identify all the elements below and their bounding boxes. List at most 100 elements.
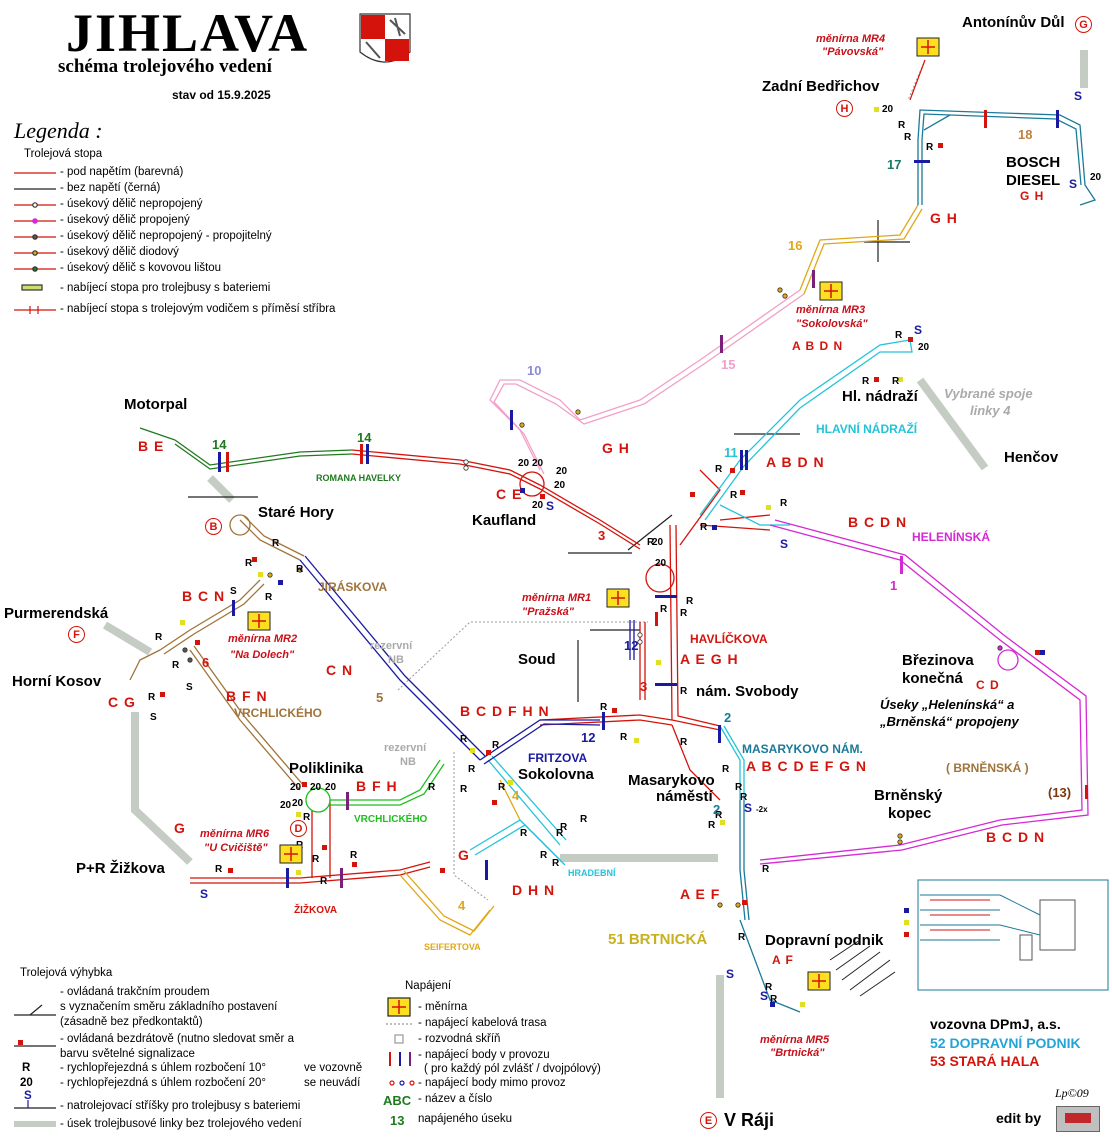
route-g: G <box>174 820 186 836</box>
route-bcdfhn: B C D F H N <box>460 703 550 719</box>
svg-text:R: R <box>738 932 746 943</box>
svg-text:20: 20 <box>918 342 930 353</box>
svg-text:S: S <box>200 887 208 901</box>
legend-switch-item: barvu světelné signalizace <box>60 1048 195 1060</box>
svg-text:S: S <box>726 967 734 981</box>
svg-text:20: 20 <box>652 537 664 548</box>
svg-text:20: 20 <box>882 104 894 115</box>
pink-lines <box>489 289 805 475</box>
legend-item: - bez napětí (černá) <box>60 182 161 194</box>
svg-text:R: R <box>556 828 564 839</box>
svg-text:S: S <box>1074 89 1082 103</box>
svg-text:20: 20 <box>532 458 544 469</box>
note-nb: NB <box>400 756 416 768</box>
svg-text:20: 20 <box>290 782 302 793</box>
street-fritzova: FRITZOVA <box>528 751 588 765</box>
route-bfh: B F H <box>356 778 398 794</box>
street-masarykovo-nam: MASARYKOVO NÁM. <box>742 742 863 756</box>
legend-group-power: Napájení <box>405 980 452 992</box>
legend-abc: ABC <box>383 1093 412 1108</box>
svg-text:R: R <box>498 782 506 793</box>
stop-kaufland: Kaufland <box>472 512 537 529</box>
svg-text:20: 20 <box>554 480 566 491</box>
legend-switch-item: - ovládaná bezdrátově (nutno sledovat sm… <box>60 1033 294 1045</box>
svg-text:S: S <box>546 499 554 513</box>
svg-text:20: 20 <box>1090 172 1102 183</box>
svg-text:R: R <box>770 994 778 1005</box>
route-badges-abdn: A B D N <box>792 339 844 353</box>
stop-purmerendska: Purmerendská <box>4 605 109 622</box>
svg-text:R: R <box>715 464 723 475</box>
route-bcn: B C N <box>182 588 226 604</box>
svg-text:R: R <box>700 522 708 533</box>
section-number: 10 <box>527 363 542 378</box>
legend-switch-item: - úsek trolejbusové linky bez trolejovéh… <box>60 1118 302 1130</box>
valid-date: stav od 15.9.2025 <box>172 88 271 102</box>
section-number: 2 <box>724 710 732 725</box>
svg-text:R: R <box>647 537 655 548</box>
svg-text:R: R <box>735 782 743 793</box>
stop-motorpal: Motorpal <box>124 396 188 413</box>
stop-pr-zizkova: P+R Žižkova <box>76 860 165 877</box>
legend-switch-item: (zásadně bez předkontaktů) <box>60 1016 203 1028</box>
section-dividers <box>182 287 1003 908</box>
svg-text:R: R <box>492 740 500 751</box>
street-zizkova: ŽIŽKOVA <box>294 905 338 916</box>
route-cg: C G <box>108 694 136 710</box>
street-brnenska: ( BRNĚNSKÁ ) <box>946 761 1029 775</box>
stop-nam-svobody: nám. Svobody <box>696 683 799 700</box>
svg-text:R: R <box>740 792 748 803</box>
svg-text:R: R <box>460 784 468 795</box>
stop-brezinova: Březinova <box>902 652 974 669</box>
legend-power-item: ( pro každý pól zvlášť / dvojpólový) <box>424 1063 601 1075</box>
stop-diesel: DIESEL <box>1006 172 1061 189</box>
legend-heading: Legenda : <box>14 118 103 143</box>
street-brtnicka: 51 BRTNICKÁ <box>608 931 708 948</box>
stop-antoninuv-dul: Antonínův Důl <box>962 14 1065 31</box>
substation-mr4-label: měnírna MR4 <box>816 33 886 45</box>
svg-text:R: R <box>904 132 912 143</box>
svg-text:20: 20 <box>556 466 568 477</box>
route-badge-e: E <box>700 1112 717 1129</box>
svg-text:R: R <box>708 820 716 831</box>
route-aegh: A E G H <box>680 651 739 667</box>
legend-r-symbol: R <box>22 1062 31 1074</box>
stop-horni-kosov: Horní Kosov <box>12 673 102 690</box>
substation-mr6-label: měnírna MR6 <box>200 828 270 840</box>
svg-text:S: S <box>230 586 237 597</box>
stop-soud: Soud <box>518 651 556 668</box>
legend-switch-item: s vyznačením směru základního postavení <box>60 1001 278 1013</box>
svg-text:R: R <box>312 854 320 865</box>
legend-power-item: - rozvodná skříň <box>418 1033 501 1045</box>
note-rezervni: rezervní <box>384 742 427 754</box>
street-havlickova: HAVLÍČKOVA <box>690 632 768 646</box>
substation-mr5-name: "Brtnická" <box>770 1047 825 1059</box>
legend-power-item: - napájecí kabelová trasa <box>418 1017 547 1029</box>
depot-line-52: 52 DOPRAVNÍ PODNIK <box>930 1035 1081 1051</box>
svg-text:20: 20 <box>518 458 530 469</box>
switch-signals <box>160 107 1045 1007</box>
note-linky: linky 4 <box>970 403 1011 418</box>
svg-text:S: S <box>150 712 157 723</box>
no-wire-segments <box>102 50 1088 1098</box>
street-vrchlickeho: VRCHLICKÉHO <box>354 814 428 825</box>
signature: Lp©09 <box>1055 1086 1089 1100</box>
route-be: B E <box>138 438 165 454</box>
legend-switch-item: - natrolejovací stříšky pro trolejbusy s… <box>60 1100 301 1112</box>
legend-brace-2: se neuvádí <box>304 1077 361 1089</box>
page-subtitle: schéma trolejového vedení <box>58 56 272 77</box>
feeder-points <box>218 110 1088 888</box>
section-number: 18 <box>1018 127 1033 142</box>
street-hlavni-nadrazi: HLAVNÍ NÁDRAŽÍ <box>816 422 918 436</box>
legend-switch-item: - rychlopřejezdná s úhlem rozbočení 20° <box>60 1077 266 1089</box>
street-romana-havelky: ROMANA HAVELKY <box>316 473 401 483</box>
svg-text:20: 20 <box>310 782 322 793</box>
svg-text:R: R <box>620 732 628 743</box>
legend-20-symbol: 20 <box>20 1077 33 1089</box>
route-badges-gh: G H <box>1020 189 1045 203</box>
section-number: 16 <box>788 238 803 253</box>
route-gh: G H <box>602 440 630 456</box>
section-number: 17 <box>887 157 902 172</box>
stop-hencov: Henčov <box>1004 449 1059 466</box>
section-number: 12 <box>581 730 596 745</box>
